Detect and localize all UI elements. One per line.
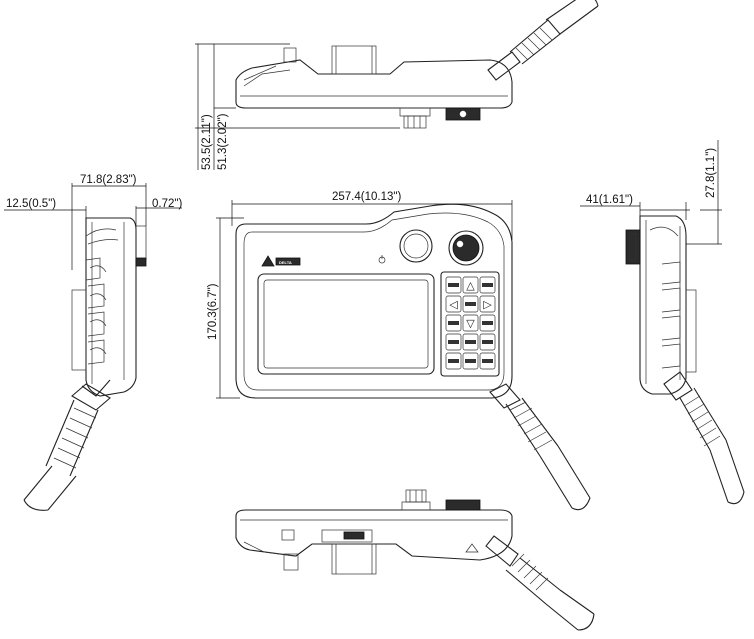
keypad-key-arrow: △: [466, 279, 475, 292]
keypad-key: [479, 352, 496, 370]
dim-right-depth: 41(1.61"): [586, 194, 633, 206]
right-dims: 41(1.61") 27.8(1.1"): [580, 140, 722, 245]
keypad-key-legend: [482, 283, 493, 287]
bottom-view: [235, 489, 595, 631]
keypad-key: [462, 333, 479, 351]
left-dims: 71.8(2.83") 12.5(0.5") 0.72"): [4, 174, 182, 270]
keypad-key: [479, 314, 496, 332]
keypad-key-arrow: ▽: [466, 317, 475, 330]
left-side-view: [23, 217, 147, 511]
keypad-key: [462, 295, 479, 313]
keypad-key: [462, 314, 479, 332]
front-cable: [489, 383, 591, 511]
keypad-key-legend: [465, 302, 476, 306]
keypad-key-legend: [465, 359, 476, 363]
dim-front-width: 257.4(10.13"): [332, 191, 401, 203]
keypad-key-legend: [448, 359, 459, 363]
keypad-key: [462, 352, 479, 370]
dim-top-height-inner: 51.3(2.02"): [217, 113, 229, 170]
brand-logo-text: DELTA: [279, 260, 292, 265]
keypad-key: [445, 352, 462, 370]
keypad-key: [479, 276, 496, 294]
keypad-key: [445, 295, 462, 313]
keypad-key: [479, 333, 496, 351]
keypad-key: [445, 276, 462, 294]
keypad-key-legend: [448, 321, 459, 325]
dim-top-height-outer: 53.5(2.11"): [201, 114, 213, 170]
right-side-view: [625, 215, 745, 505]
top-view: [235, 0, 599, 129]
keypad-key: [462, 276, 479, 294]
keypad-key-arrow: ◁: [449, 298, 458, 311]
dim-left-offset: 12.5(0.5"): [6, 198, 56, 210]
dim-left-depth: 71.8(2.83"): [80, 174, 137, 186]
keypad-key: [445, 333, 462, 351]
keypad-key-legend: [465, 340, 476, 344]
front-view: DELTA △ ◁ ▷ ▽: [235, 203, 513, 399]
keypad-key-legend: [448, 283, 459, 287]
keypad-key-arrow: ▷: [483, 298, 492, 311]
dim-front-height: 170.3(6.7"): [207, 283, 219, 340]
keypad: △ ◁ ▷ ▽: [445, 276, 496, 370]
keypad-key-legend: [482, 359, 493, 363]
front-dims: 257.4(10.13") 170.3(6.7"): [207, 191, 513, 399]
keypad-key-legend: [482, 340, 493, 344]
keypad-key: [445, 314, 462, 332]
top-dims: 53.5(2.11") 51.3(2.02"): [195, 43, 400, 170]
dim-left-knob: 0.72"): [152, 198, 182, 210]
keypad-key: [479, 295, 496, 313]
keypad-key-legend: [482, 321, 493, 325]
dim-right-knob: 27.8(1.1"): [705, 148, 717, 198]
keypad-key-legend: [448, 340, 459, 344]
